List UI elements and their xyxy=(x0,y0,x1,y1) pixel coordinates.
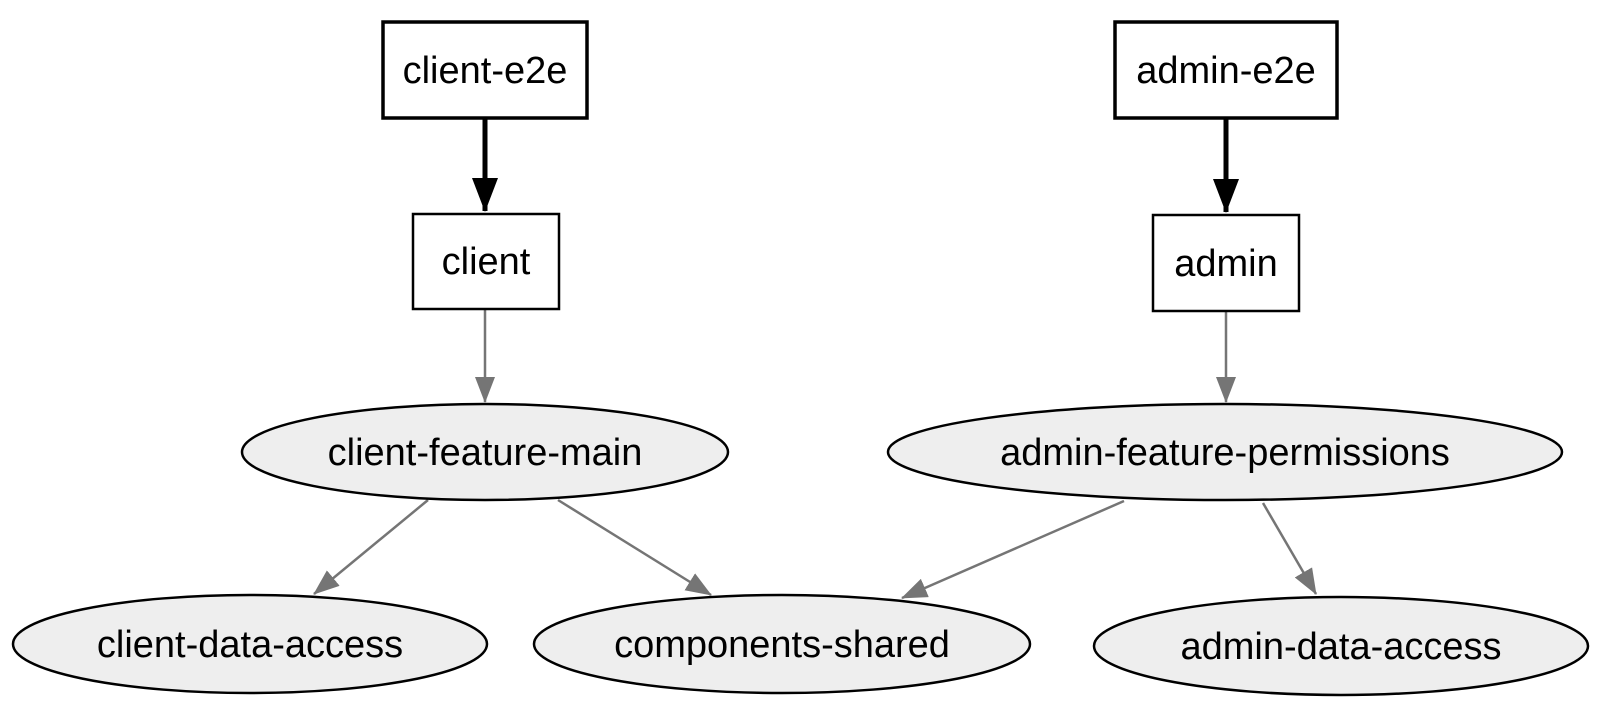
node-client-data-access-shape xyxy=(11,593,489,695)
node-components-shared-label: components-shared xyxy=(614,624,950,666)
node-admin-e2e-label: admin-e2e xyxy=(1136,50,1316,92)
node-admin-e2e-shape xyxy=(1113,20,1339,120)
node-admin-feature-permissions: admin-feature-permissions xyxy=(886,402,1564,502)
node-client-label: client xyxy=(442,241,531,283)
node-client: client xyxy=(411,212,561,311)
node-admin-data-access: admin-data-access xyxy=(1092,595,1590,697)
node-admin-feature-permissions-shape xyxy=(886,402,1564,502)
edge-admin-feature-permissions-to-admin-data-access xyxy=(1261,502,1318,595)
node-client-e2e-shape xyxy=(381,20,589,120)
node-components-shared-shape xyxy=(532,593,1032,695)
node-admin-feature-permissions-label: admin-feature-permissions xyxy=(1000,432,1450,474)
node-client-data-access-label: client-data-access xyxy=(97,624,403,666)
node-admin-data-access-label: admin-data-access xyxy=(1180,626,1501,668)
node-client-feature-main-label: client-feature-main xyxy=(328,432,643,474)
node-admin-label: admin xyxy=(1174,243,1278,285)
node-client-feature-main-shape xyxy=(240,402,730,502)
node-admin-data-access-shape xyxy=(1092,595,1590,697)
node-admin: admin xyxy=(1151,213,1301,313)
node-client-feature-main: client-feature-main xyxy=(240,402,730,502)
edge-client-feature-main-to-components-shared xyxy=(557,498,712,597)
edge-layer xyxy=(313,118,1318,600)
node-components-shared: components-shared xyxy=(532,593,1032,695)
node-admin-e2e: admin-e2e xyxy=(1113,20,1339,120)
node-client-shape xyxy=(411,212,561,311)
node-client-e2e: client-e2e xyxy=(381,20,589,120)
edge-client-feature-main-to-client-data-access xyxy=(313,499,429,595)
node-client-data-access: client-data-access xyxy=(11,593,489,695)
edge-admin-feature-permissions-to-components-shared xyxy=(901,499,1125,600)
node-admin-shape xyxy=(1151,213,1301,313)
node-client-e2e-label: client-e2e xyxy=(403,50,568,92)
